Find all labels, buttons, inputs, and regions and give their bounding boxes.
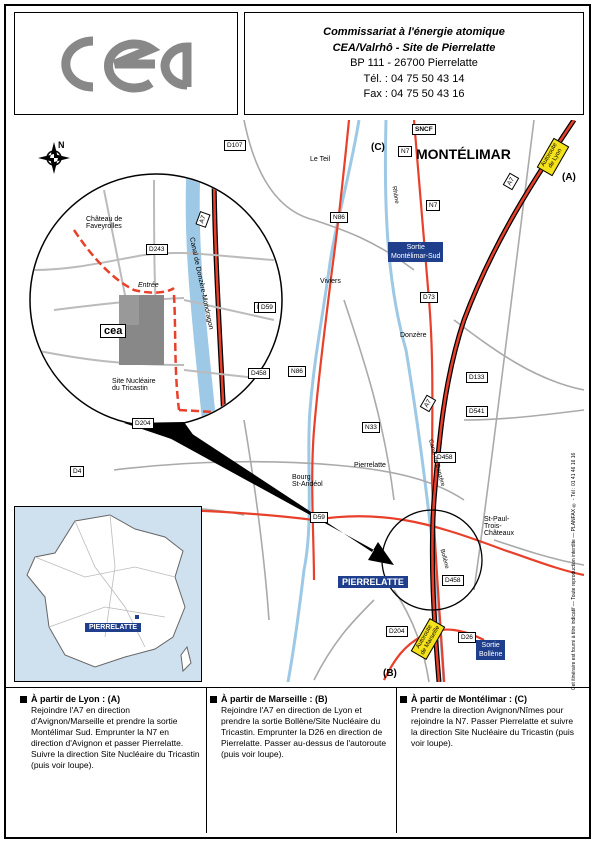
loupe-cea-logo: cea [100, 324, 127, 338]
inset-pierrelatte-label: PIERRELATTE [85, 623, 142, 632]
address-block: Commissariat à l'énergie atomique CEA/Va… [244, 12, 584, 115]
place-st-paul: St-Paul-Trois-Châteaux [484, 516, 514, 537]
place-viviers: Viviers [320, 278, 341, 285]
road-n7-mid: N7 [426, 200, 441, 211]
directions-marseille-heading: À partir de Marseille : (B) [221, 694, 328, 704]
sncf-badge: SNCF [412, 124, 436, 135]
road-d107: D107 [224, 140, 246, 151]
directions-lyon-heading: À partir de Lyon : (A) [31, 694, 121, 704]
directions-marseille-body: Rejoindre l'A7 en direction de Lyon et p… [221, 705, 387, 759]
road-d204: D204 [386, 626, 408, 637]
directions-divider-1 [206, 688, 207, 833]
loupe-road-d243: D243 [146, 244, 168, 255]
directions-from-marseille: À partir de Marseille : (B) Rejoindre l'… [210, 694, 392, 760]
place-pierrelatte: Pierrelatte [354, 462, 386, 469]
cea-logo [61, 36, 192, 93]
compass-north: N [58, 140, 65, 150]
road-d541: D541 [466, 406, 488, 417]
road-n33: N33 [362, 422, 380, 433]
copyright-side-text: Cet itinéraire est fourni à titre indica… [571, 452, 577, 690]
directions-lyon-body: Rejoindre l'A7 en direction d'Avignon/Ma… [31, 705, 200, 770]
road-d59-mid: D59 [310, 512, 328, 523]
road-d73: D73 [420, 292, 438, 303]
map-roads-svg [14, 120, 584, 682]
directions-divider-2 [396, 688, 397, 833]
road-map: N MONTÉLIMAR D107 N7 N7 SNCF (C) (A) (B)… [14, 120, 584, 682]
city-montelimar: MONTÉLIMAR [416, 146, 511, 162]
road-d26: D26 [458, 632, 476, 643]
loupe-road-d59: D59 [258, 302, 276, 313]
directions-montelimar-heading: À partir de Montélimar : (C) [411, 694, 528, 704]
directions-montelimar-body: Prendre la direction Avignon/Nîmes pour … [411, 705, 574, 748]
phone-number: Tél. : 04 75 50 43 14 [363, 72, 465, 85]
road-d133: D133 [466, 372, 488, 383]
directions-from-montelimar: À partir de Montélimar : (C) Prendre la … [400, 694, 580, 749]
fax-number: Fax : 04 75 50 43 16 [363, 88, 465, 100]
france-inset-map: PIERRELATTE [14, 506, 202, 682]
road-d458-south: D458 [442, 575, 464, 586]
route-letter-c: (C) [371, 142, 385, 153]
directions-from-lyon: À partir de Lyon : (A) Rejoindre l'A7 en… [20, 694, 200, 771]
road-n86-north: N86 [330, 212, 348, 223]
route-letter-b: (B) [383, 668, 397, 679]
org-name: Commissariat à l'énergie atomique [323, 26, 505, 38]
road-d458: D458 [434, 452, 456, 463]
page-frame [4, 4, 591, 839]
route-letter-a: (A) [562, 172, 576, 183]
postal-address: BP 111 - 26700 Pierrelatte [350, 57, 478, 69]
france-outline [26, 514, 192, 673]
place-donzere: Donzère [400, 332, 427, 339]
city-pierrelatte: PIERRELATTE [338, 576, 408, 588]
cea-logo-box [14, 12, 238, 115]
site-name: CEA/Valrhô - Site de Pierrelatte [332, 41, 496, 54]
loupe-road-d204: D204 [132, 418, 154, 429]
loupe-entree: Entrée [138, 282, 159, 289]
road-n86-south: N86 [288, 366, 306, 377]
road-n7-north: N7 [398, 146, 413, 157]
place-le-teil: Le Teil [310, 156, 331, 163]
road-d4: D4 [70, 466, 85, 477]
loupe-road-d458: D458 [248, 368, 270, 379]
directions-top-rule [4, 687, 591, 688]
